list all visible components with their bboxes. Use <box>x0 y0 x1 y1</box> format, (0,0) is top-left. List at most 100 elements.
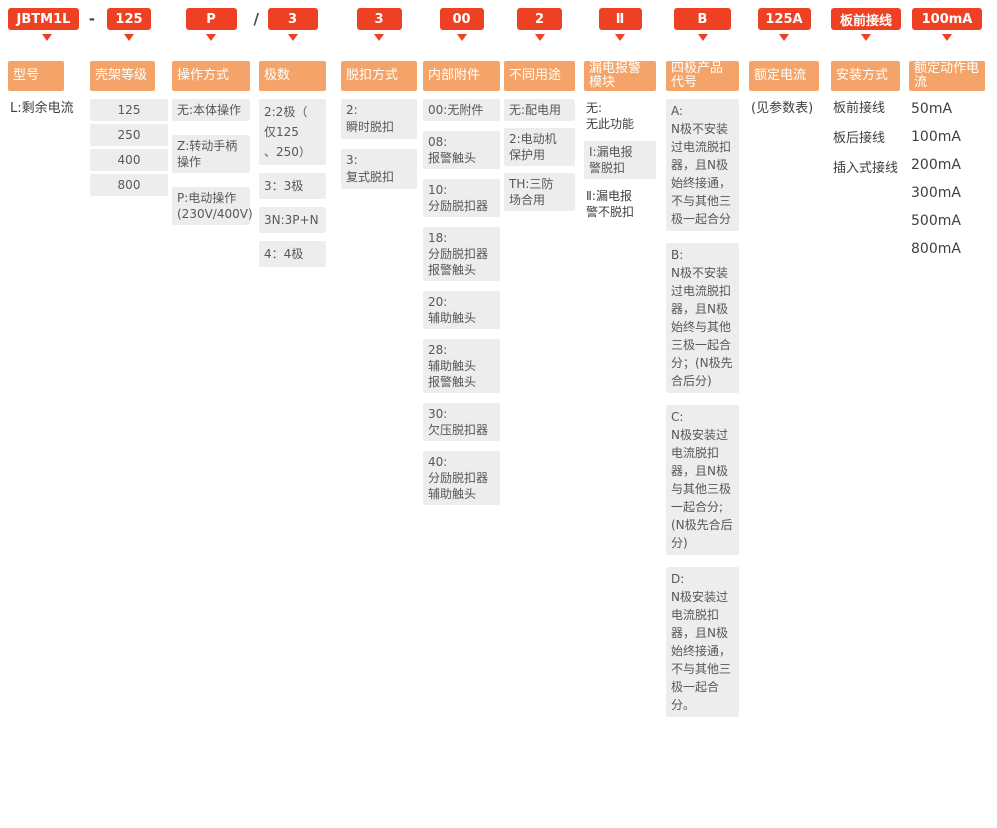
column-header-poles: 极数 <box>259 61 326 91</box>
column-header-rated-operating-current: 额定动作电流 <box>909 61 985 91</box>
down-arrow-icon <box>615 34 625 41</box>
option-item: B: N极不安装过电流脱扣器，且N极始终与其他三极一起合分；(N极先合后分) <box>666 243 739 393</box>
options-rated-current: (见参数表) <box>749 99 819 119</box>
option-item: 插入式接线 <box>833 161 899 176</box>
column-header-operation-mode: 操作方式 <box>172 61 250 91</box>
code-internal-accessory: 00 <box>439 8 484 30</box>
options-installation-mode: 板前接线板后接线插入式接线 <box>831 99 900 179</box>
option-item: 50mA <box>911 101 953 117</box>
option-item: D: N极安装过电流脱扣器，且N极始终接通，不与其他三极一起合分。 <box>666 567 739 717</box>
option-item: C: N极安装过电流脱扣器，且N极与其他三极一起合分;(N极先合后分) <box>666 405 739 555</box>
option-item: 18: 分励脱扣器 报警触头 <box>423 227 500 281</box>
option-item: Ⅰ:漏电报 警脱扣 <box>584 141 656 179</box>
down-arrow-icon <box>42 34 52 41</box>
code-rated-operating-current: 100mA <box>912 8 982 30</box>
option-item: P:电动操作(230V/400V) <box>172 187 253 225</box>
option-item: 板前接线 <box>833 101 886 116</box>
arrow-row-leakage-alarm-module <box>584 34 656 41</box>
column-header-four-pole-product-code: 四极产品代号 <box>666 61 739 91</box>
option-item: 2:电动机 保护用 <box>504 128 575 166</box>
option-item: 250 <box>90 124 168 146</box>
column-header-leakage-alarm-module: 漏电报警模块 <box>584 61 656 91</box>
option-item: 2: 瞬时脱扣 <box>341 99 417 139</box>
option-item: Ⅱ:漏电报 警不脱扣 <box>586 189 635 219</box>
code-row-internal-accessory: 00 <box>423 8 500 30</box>
option-item: 无: 无此功能 <box>586 101 635 131</box>
column-installation-mode: 板前接线安装方式板前接线板后接线插入式接线 <box>831 8 901 189</box>
code-leakage-alarm-module: Ⅱ <box>598 8 642 30</box>
arrow-row-trip-mode <box>341 34 417 41</box>
code-frame-grade: 125 <box>107 8 151 30</box>
option-item: 400 <box>90 149 168 171</box>
down-arrow-icon <box>456 34 467 41</box>
option-item: 300mA <box>911 185 961 201</box>
column-leakage-alarm-module: Ⅱ 漏电报警模块无: 无此功能 Ⅰ:漏电报 警脱扣 Ⅱ:漏电报 警不脱扣 <box>584 8 656 229</box>
code-row-frame-grade: 125 <box>90 8 168 30</box>
option-item: 20: 辅助触头 <box>423 291 500 329</box>
arrow-row-rated-operating-current <box>909 34 985 41</box>
code-row-operation-mode: P/ <box>172 8 259 30</box>
code-row-rated-operating-current: 100mA <box>909 8 985 30</box>
option-item: Z:转动手柄操作 <box>172 135 250 173</box>
arrow-row-model <box>8 34 86 41</box>
option-item: 125 <box>90 99 168 121</box>
code-row-application: 2 <box>504 8 575 30</box>
arrow-row-operation-mode <box>172 34 250 41</box>
code-installation-mode: 板前接线 <box>831 8 901 30</box>
option-item: 4：4极 <box>259 241 326 267</box>
down-arrow-icon <box>860 34 871 41</box>
code-row-model: JBTM1L- <box>8 8 95 30</box>
down-arrow-icon <box>697 34 708 41</box>
option-item: (见参数表) <box>751 101 814 116</box>
option-item: A: N极不安装过电流脱扣器，且N极始终接通，不与其他三极一起合分 <box>666 99 739 231</box>
separator-after-model: - <box>88 10 95 28</box>
option-item: 板后接线 <box>833 131 886 146</box>
options-four-pole-product-code: A: N极不安装过电流脱扣器，且N极始终接通，不与其他三极一起合分 B: N极不安… <box>666 99 739 717</box>
down-arrow-icon <box>374 34 384 41</box>
down-arrow-icon <box>534 34 545 41</box>
down-arrow-icon <box>942 34 952 41</box>
separator-after-operation-mode: / <box>253 10 259 28</box>
arrow-row-frame-grade <box>90 34 168 41</box>
option-item: 08: 报警触头 <box>423 131 500 169</box>
column-header-trip-mode: 脱扣方式 <box>341 61 417 91</box>
options-leakage-alarm-module: 无: 无此功能 Ⅰ:漏电报 警脱扣 Ⅱ:漏电报 警不脱扣 <box>584 99 656 221</box>
arrow-row-installation-mode <box>831 34 900 41</box>
code-four-pole-product-code: B <box>674 8 731 30</box>
code-row-rated-current: 125A <box>749 8 819 30</box>
code-operation-mode: P <box>185 8 237 30</box>
down-arrow-icon <box>779 34 789 41</box>
column-header-application: 不同用途 <box>504 61 575 91</box>
option-item: 28: 辅助触头 报警触头 <box>423 339 500 393</box>
option-item: 200mA <box>911 157 961 173</box>
column-four-pole-product-code: B 四极产品代号 A: N极不安装过电流脱扣器，且N极始终接通，不与其他三极一起合分… <box>666 8 739 729</box>
option-item: 00:无附件 <box>423 99 500 121</box>
option-item: 800mA <box>911 241 961 257</box>
option-item: 2:2极（ 仅125 、250） <box>259 99 326 165</box>
code-row-four-pole-product-code: B <box>666 8 739 30</box>
code-poles: 3 <box>267 8 318 30</box>
column-header-installation-mode: 安装方式 <box>831 61 900 91</box>
code-rated-current: 125A <box>757 8 811 30</box>
arrow-row-poles <box>259 34 326 41</box>
code-row-poles: 3 <box>259 8 326 30</box>
arrow-row-rated-current <box>749 34 819 41</box>
code-row-leakage-alarm-module: Ⅱ <box>584 8 656 30</box>
code-application: 2 <box>517 8 562 30</box>
down-arrow-icon <box>124 34 134 41</box>
code-row-trip-mode: 3 <box>341 8 417 30</box>
